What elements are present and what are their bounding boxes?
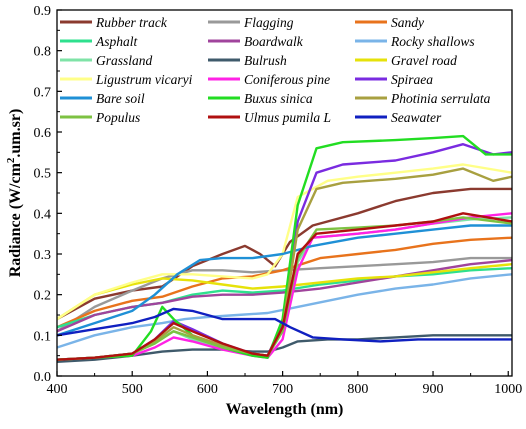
y-tick-label: 0.7 (34, 85, 52, 100)
y-tick-label: 0.0 (34, 370, 52, 385)
legend-label: Spiraea (391, 72, 433, 87)
legend-label: Gravel road (391, 53, 457, 68)
y-tick-label: 0.4 (34, 207, 52, 222)
y-tick-label: 0.3 (34, 248, 52, 263)
legend-label: Boardwalk (244, 34, 304, 49)
x-tick-label: 800 (347, 382, 368, 397)
y-axis-title-rest: .um.sr) (7, 109, 24, 158)
legend-label: Coniferous pine (244, 72, 330, 87)
legend-label: Buxus sinica (244, 91, 313, 106)
y-tick-label: 0.1 (34, 329, 52, 344)
series-line-bare-soil (57, 224, 512, 337)
x-tick-label: 1000 (494, 382, 522, 397)
legend-label: Ulmus pumila L (244, 110, 331, 125)
legend-label: Seawater (391, 110, 442, 125)
x-axis-title: Wavelength (nm) (226, 401, 344, 418)
x-tick-label: 600 (197, 382, 218, 397)
y-tick-label: 0.8 (34, 45, 52, 60)
legend-label: Rocky shallows (390, 34, 475, 49)
legend-label: Photinia serrulata (390, 91, 491, 106)
legend-label: Rubber track (95, 15, 168, 30)
legend-label: Populus (95, 110, 140, 125)
y-tick-label: 0.5 (34, 167, 52, 182)
series-line-rocky-shallows (57, 273, 512, 349)
series-line-ligustrum-vicaryi (57, 163, 512, 321)
x-tick-label: 400 (47, 382, 68, 397)
y-axis-title: Radiance (W/cm2.um.sr) (5, 109, 24, 278)
x-tick-label: 900 (423, 382, 444, 397)
series-line-seawater (57, 307, 512, 343)
y-axis-title-sup: 2 (5, 157, 17, 163)
y-tick-label: 0.6 (34, 126, 52, 141)
series-line-buxus-sinica (57, 134, 512, 361)
x-tick-label: 500 (122, 382, 143, 397)
x-tick-label: 700 (272, 382, 293, 397)
legend-label: Ligustrum vicaryi (95, 72, 193, 87)
legend-label: Bare soil (96, 91, 145, 106)
series-line-flagging (57, 256, 512, 333)
legend-label: Bulrush (244, 53, 287, 68)
legend-label: Flagging (243, 15, 294, 30)
legend-label: Asphalt (95, 34, 139, 49)
series-layer (57, 134, 512, 363)
series-line-rubber-track (57, 187, 512, 321)
y-axis-title-main: Radiance (W/cm (7, 162, 24, 277)
legend-label: Grassland (96, 53, 153, 68)
axis-layer: 400 500 600 700 800 900 1000 0.0 0.1 0.2 0.3 0.4 0.5… (34, 4, 523, 397)
legend-label: Sandy (391, 15, 424, 30)
y-tick-label: 0.9 (34, 4, 52, 19)
series-line-gravel-road (57, 263, 512, 321)
y-tick-label: 0.2 (34, 289, 52, 304)
series-line-ulmus-pumila-l (57, 212, 512, 361)
